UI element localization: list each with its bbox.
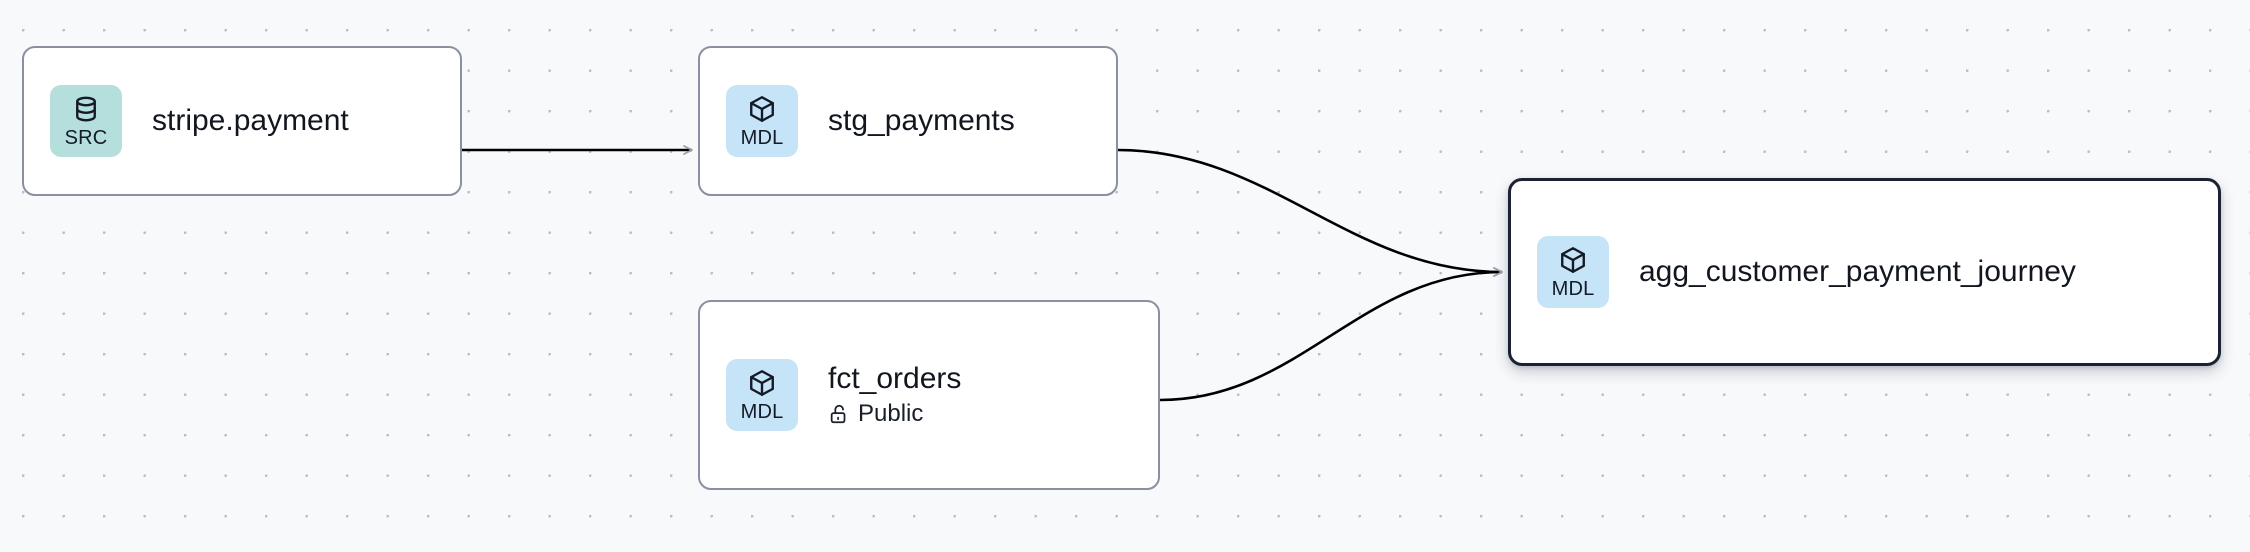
node-title: stripe.payment xyxy=(152,103,349,137)
badge-mdl: MDL xyxy=(726,85,798,157)
node-stg-payments[interactable]: MDL stg_payments xyxy=(698,46,1118,196)
node-stripe-payment[interactable]: SRC stripe.payment xyxy=(22,46,462,196)
node-body: stg_payments xyxy=(828,104,1015,139)
node-body: fct_orders Public xyxy=(828,362,961,428)
badge-label: MDL xyxy=(1551,278,1595,300)
badge-src: SRC xyxy=(50,85,122,157)
badge-label: SRC xyxy=(64,127,108,149)
edge-fct-to-agg xyxy=(1159,267,1503,402)
node-title: fct_orders xyxy=(828,361,962,395)
badge-mdl: MDL xyxy=(1537,236,1609,308)
node-body: stripe.payment xyxy=(152,104,349,139)
unlock-icon xyxy=(830,405,846,424)
badge-label: MDL xyxy=(740,401,784,423)
node-fct-orders[interactable]: MDL fct_orders Public xyxy=(698,300,1160,490)
cube-icon xyxy=(750,96,774,122)
visibility-label: Public xyxy=(858,400,924,428)
cube-icon xyxy=(1561,247,1585,273)
badge-label: MDL xyxy=(740,127,784,149)
database-icon xyxy=(76,96,96,122)
node-agg-customer-payment-journey[interactable]: MDL agg_customer_payment_journey xyxy=(1508,178,2221,366)
edge-stg-to-agg xyxy=(1117,148,1503,277)
visibility-row: Public xyxy=(828,400,961,428)
node-title: agg_customer_payment_journey xyxy=(1639,254,2076,288)
node-body: agg_customer_payment_journey xyxy=(1639,255,2076,290)
node-title: stg_payments xyxy=(828,103,1015,137)
badge-mdl: MDL xyxy=(726,359,798,431)
cube-icon xyxy=(750,370,774,396)
